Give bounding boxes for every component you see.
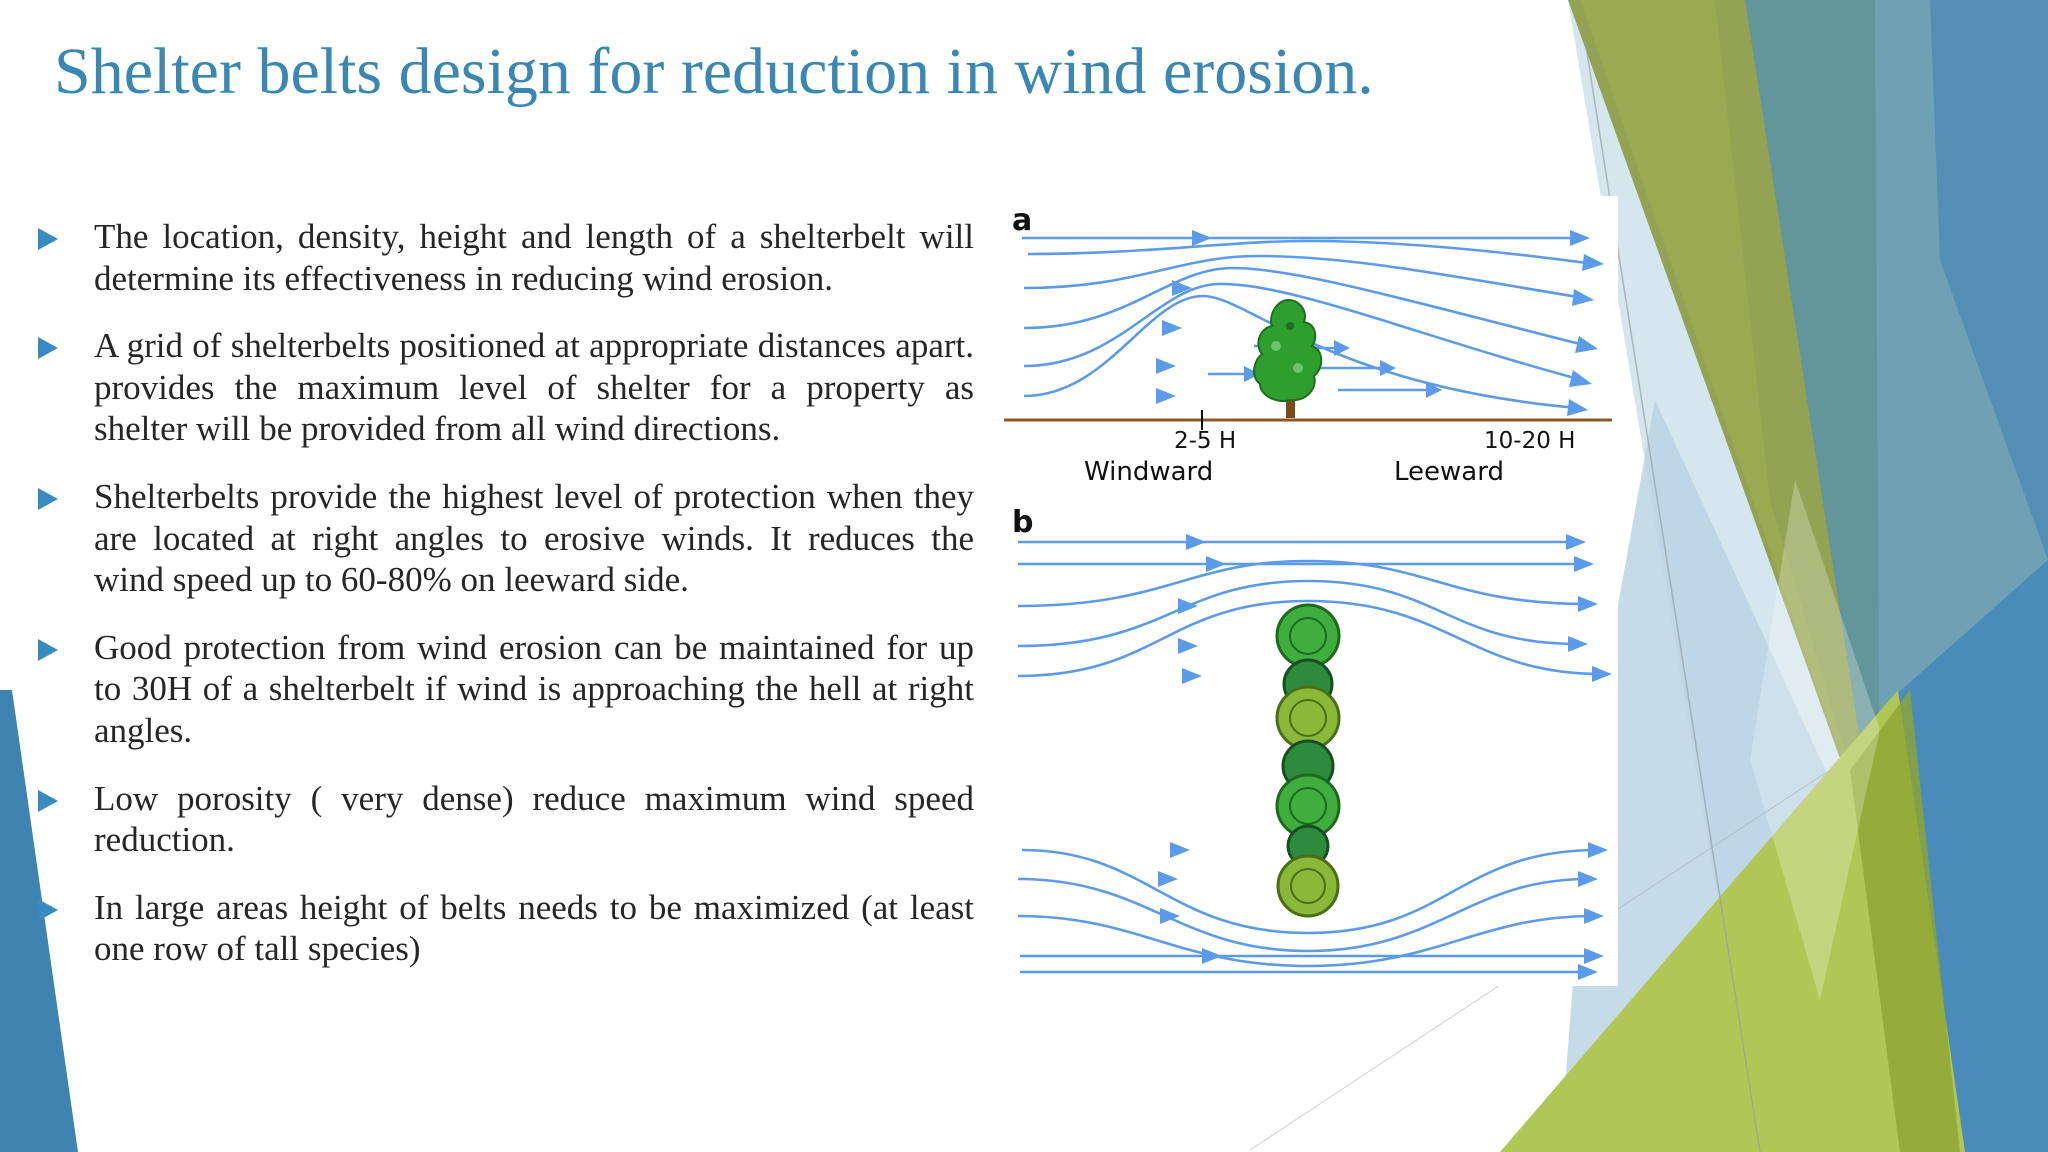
bullet-text: Good protection from wind erosion can be… — [94, 627, 974, 750]
bullet-item: In large areas height of belts needs to … — [36, 887, 974, 970]
windward-distance-label: 2-5 H — [1174, 428, 1236, 454]
leeward-label: Leeward — [1394, 457, 1504, 487]
shelterbelt-row-icon — [1275, 603, 1341, 918]
triangle-bullet-icon — [38, 638, 58, 661]
triangle-bullet-icon — [38, 789, 58, 812]
bullet-list: The location, density, height and length… — [36, 216, 974, 996]
bullet-item: A grid of shelterbelts positioned at app… — [36, 325, 974, 450]
slide-title: Shelter belts design for reduction in wi… — [54, 35, 1374, 108]
bullet-text: A grid of shelterbelts positioned at app… — [94, 326, 974, 449]
bullet-item: The location, density, height and length… — [36, 216, 974, 299]
windward-label: Windward — [1084, 457, 1213, 487]
panel-b-arrowheads — [1158, 534, 1612, 980]
panel-b-flow-lines — [1017, 540, 1603, 974]
panel-a-label: a — [1012, 203, 1032, 238]
shelterbelt-wind-diagram: a 2-5 H 10-20 H Windward Le — [998, 196, 1618, 986]
bullet-text: The location, density, height and length… — [94, 217, 974, 298]
bullet-item: Low porosity ( very dense) reduce maximu… — [36, 778, 974, 861]
triangle-bullet-icon — [38, 228, 58, 250]
tree-icon — [1253, 298, 1323, 418]
triangle-bullet-icon — [38, 898, 58, 921]
leeward-distance-label: 10-20 H — [1484, 428, 1575, 454]
bullet-text: In large areas height of belts needs to … — [94, 887, 974, 969]
panel-a-arrowheads — [1156, 230, 1604, 416]
panel-a-flow-lines — [1022, 236, 1595, 410]
panel-b-label: b — [1012, 505, 1033, 540]
triangle-bullet-icon — [38, 337, 58, 360]
triangle-bullet-icon — [38, 487, 58, 510]
bullet-item: Good protection from wind erosion can be… — [36, 627, 974, 752]
bullet-text: Low porosity ( very dense) reduce maximu… — [94, 778, 974, 860]
bullet-item: Shelterbelts provide the highest level o… — [36, 476, 974, 601]
bullet-text: Shelterbelts provide the highest level o… — [94, 476, 974, 600]
